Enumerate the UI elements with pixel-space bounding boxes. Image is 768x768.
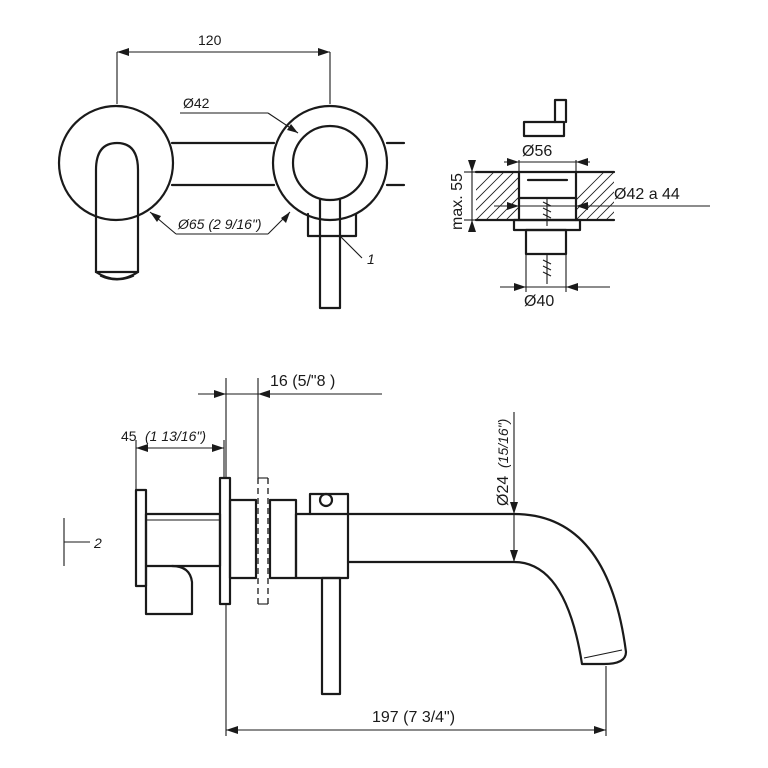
dimension-knob: Ø42 bbox=[180, 95, 299, 134]
dim-spout-dia-mm: Ø24 bbox=[495, 476, 512, 506]
dim-spout-dia-in: (15/16") bbox=[495, 419, 511, 468]
mixer-body bbox=[268, 492, 350, 696]
dimension-nut: Ø40 bbox=[500, 254, 610, 310]
dimension-rosette: Ø65 (2 9/16") bbox=[149, 211, 291, 235]
callout-1: 1 bbox=[339, 235, 375, 267]
front-flange bbox=[218, 476, 258, 606]
dim-rosette-label: Ø65 (2 9/16") bbox=[177, 216, 262, 232]
dim-centers-label: 120 bbox=[198, 32, 222, 48]
dim-wall-gap-label: 16 (5/"8 ) bbox=[270, 373, 335, 390]
cartridge-nut bbox=[512, 218, 582, 284]
callout-2-label: 2 bbox=[93, 535, 102, 551]
front-view: 120 Ø42 Ø65 (2 9/16") 1 bbox=[57, 32, 406, 310]
rear-plate bbox=[134, 488, 222, 616]
dimension-projection: 197 (7 3/4") bbox=[225, 604, 607, 736]
dim-hole-label: Ø42 a 44 bbox=[614, 186, 680, 203]
dim-body-in: (1 13/16") bbox=[145, 428, 206, 444]
dim-body-mm: 45 bbox=[121, 428, 137, 444]
dim-depth-label: max. 55 bbox=[449, 173, 466, 230]
dim-knob-label: Ø42 bbox=[183, 95, 210, 111]
dimension-cover: Ø56 bbox=[504, 143, 590, 172]
wall-finish bbox=[257, 477, 269, 605]
mixer-rosette bbox=[271, 104, 406, 310]
dimension-depth: max. 55 bbox=[449, 160, 480, 232]
dimension-spout-diameter: Ø24 (15/16") bbox=[495, 412, 518, 562]
spout-rosette bbox=[57, 104, 175, 281]
cartridge-view: Ø56 Ø42 a 44 max. 55 Ø40 bbox=[449, 98, 710, 310]
dim-cover-label: Ø56 bbox=[522, 143, 552, 160]
dim-projection-label: 197 (7 3/4") bbox=[372, 709, 455, 726]
dimension-body: 45 (1 13/16") bbox=[121, 428, 225, 490]
spout bbox=[346, 512, 628, 666]
dimension-wall-gap: 16 (5/"8 ) bbox=[198, 373, 382, 478]
dim-nut-label: Ø40 bbox=[524, 293, 554, 310]
dimension-120: 120 bbox=[116, 32, 331, 104]
callout-1-label: 1 bbox=[367, 251, 375, 267]
callout-2: 2 bbox=[63, 518, 102, 566]
cartridge-cap bbox=[522, 98, 568, 138]
side-view: 16 (5/"8 ) 45 (1 13/16") Ø24 (15/16") bbox=[63, 373, 628, 736]
dimension-hole: Ø42 a 44 bbox=[494, 186, 710, 210]
